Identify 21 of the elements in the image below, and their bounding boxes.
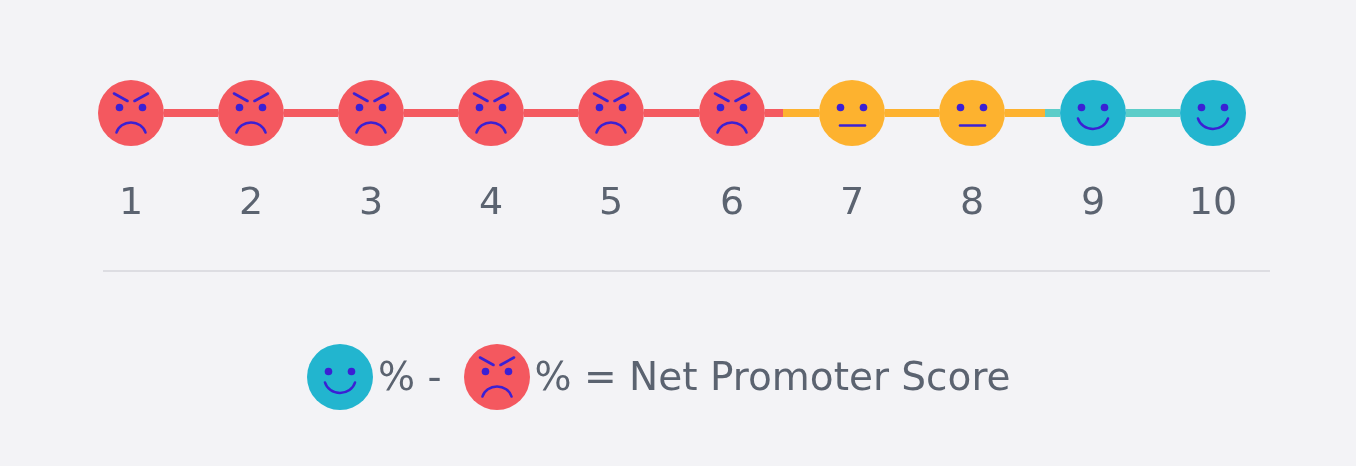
scale-number: 10 xyxy=(1188,182,1238,220)
connector-line xyxy=(765,109,819,117)
scale-number: 7 xyxy=(839,182,865,220)
formula-text: % = Net Promoter Score xyxy=(534,357,1011,397)
connector-line xyxy=(404,109,458,117)
connector-line xyxy=(644,109,699,117)
formula-text: % - xyxy=(378,357,442,397)
connector-line xyxy=(1005,109,1060,117)
scale-number: 2 xyxy=(238,182,264,220)
scale-number: 1 xyxy=(118,182,144,220)
scale-number: 8 xyxy=(959,182,985,220)
connector-line xyxy=(524,109,578,117)
connector-line xyxy=(164,109,218,117)
connector-line xyxy=(885,109,939,117)
scale-number: 6 xyxy=(719,182,745,220)
scale-number: 3 xyxy=(358,182,384,220)
connector-line xyxy=(1126,109,1180,117)
connector-line xyxy=(284,109,338,117)
scale-number: 9 xyxy=(1080,182,1106,220)
scale-number: 4 xyxy=(478,182,504,220)
scale-number: 5 xyxy=(598,182,624,220)
